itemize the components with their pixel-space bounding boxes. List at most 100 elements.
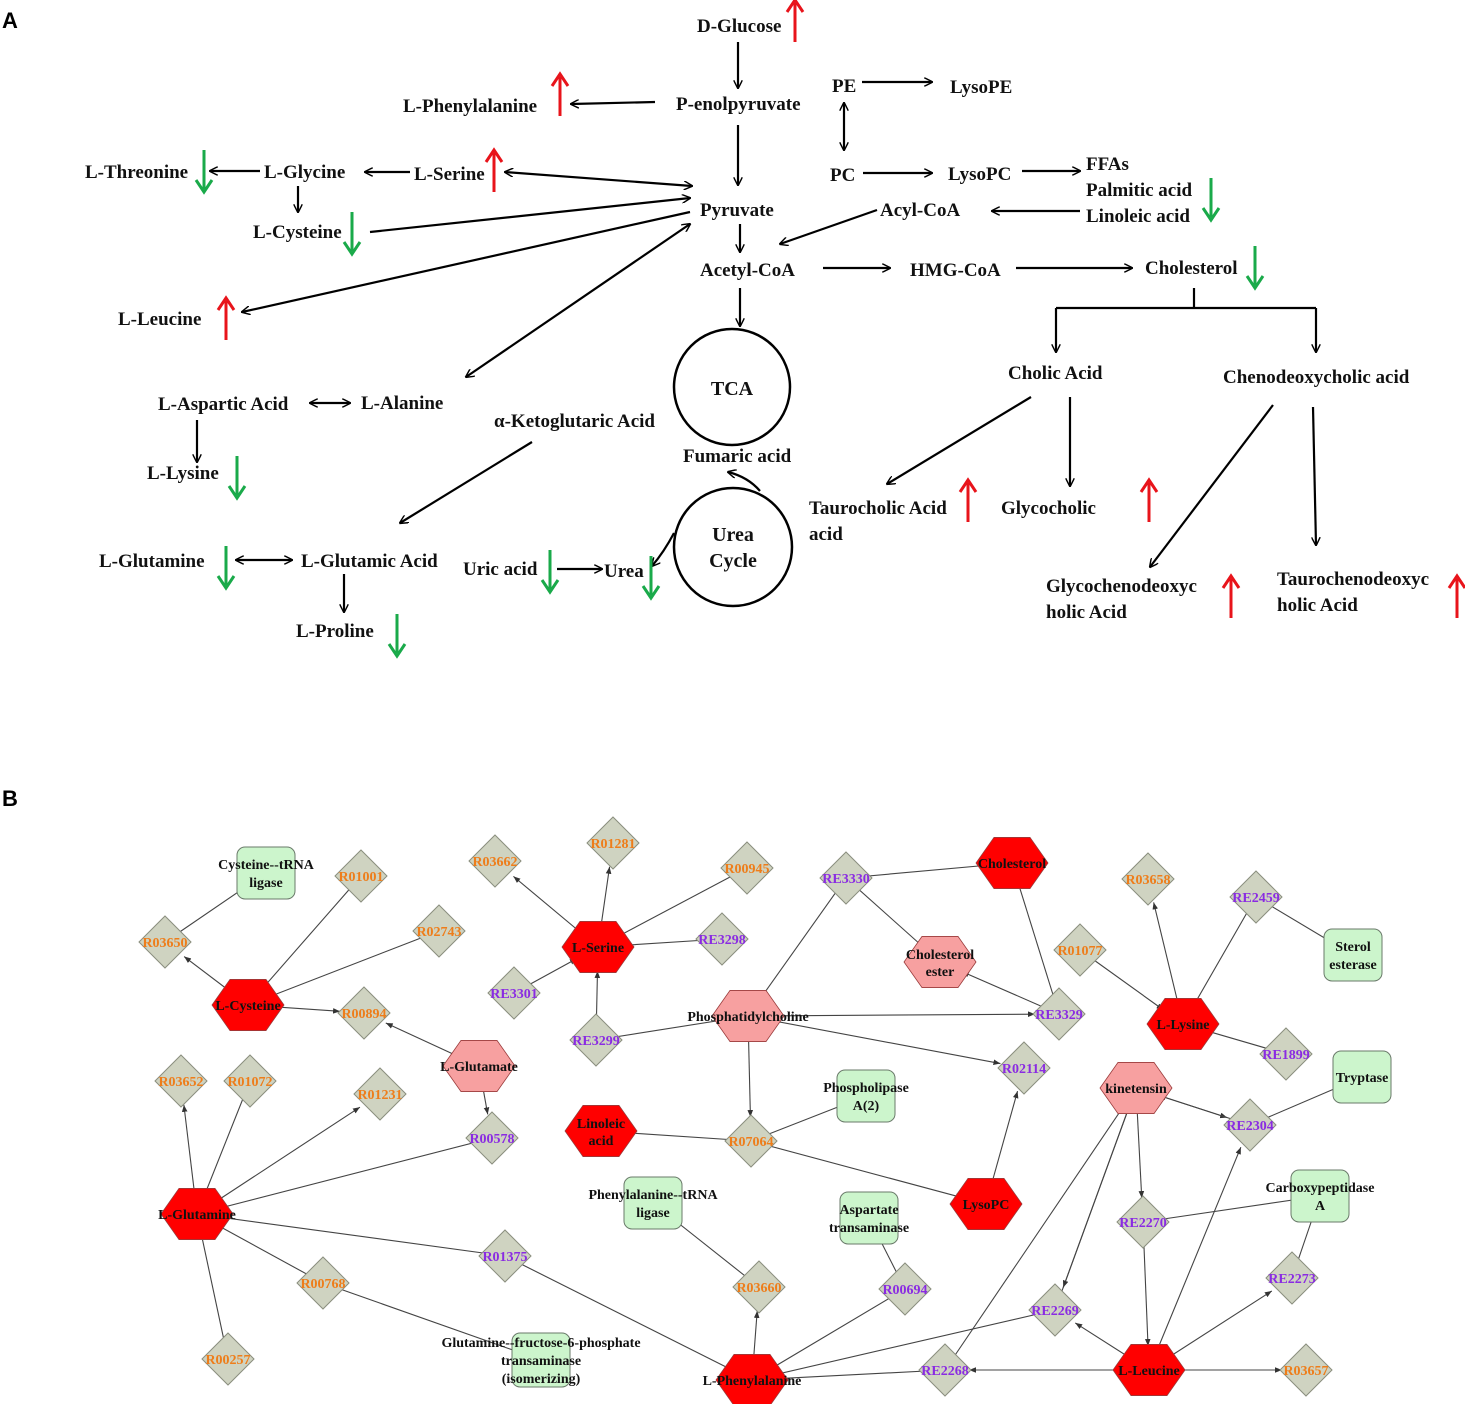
reaction-label-R00945: R00945: [724, 862, 769, 877]
enzyme-label-e_ast-1: transaminase: [829, 1221, 909, 1236]
hexagon-b_cys: [211, 979, 285, 1031]
reaction-diamond-R02743: [412, 904, 466, 958]
reaction-diamond-RE2270: [1116, 1195, 1170, 1249]
edge-b_gln-R01375: [196, 1213, 506, 1257]
metabolite-label2-b_lin: acid: [589, 1134, 614, 1149]
reaction-diamond-R03658: [1121, 852, 1175, 906]
enzyme-box-e_tryp: [1332, 1050, 1392, 1104]
hexagon-b_chol: [975, 837, 1049, 889]
reaction-diamond-RE2459: [1229, 870, 1283, 924]
metabolite-pyruvate: Pyruvate: [700, 200, 774, 221]
reaction-label-R01231: R01231: [357, 1088, 402, 1103]
change-down-arrow-gln: [216, 546, 236, 591]
metabolite-ser: L-Serine: [414, 164, 485, 185]
metabolite-ala: L-Alanine: [361, 393, 443, 414]
reaction-diamond-R00694: [878, 1262, 932, 1316]
metabolite-ffas: FFAs: [1086, 154, 1129, 175]
metabolite-gcdca-line2: holic Acid: [1046, 602, 1127, 623]
reaction-diamond-R01375: [478, 1229, 532, 1283]
reaction-label-RE3301: RE3301: [490, 987, 537, 1002]
reaction-label-R01375: R01375: [482, 1250, 527, 1265]
enzyme-label-e_gfat-0: Glutamine--fructose-6-phosphate: [441, 1336, 640, 1351]
reaction-label-RE2459: RE2459: [1232, 891, 1279, 906]
metabolite-thr: L-Threonine: [85, 162, 188, 183]
urea-cycle-label-2: Cycle: [709, 550, 757, 572]
change-up-arrow-glucose: [785, 0, 805, 42]
metabolite-tcdca-line2: holic Acid: [1277, 595, 1358, 616]
hexagon-b_lys: [1146, 998, 1220, 1050]
reaction-label-RE3330: RE3330: [822, 872, 869, 887]
metabolite-acetylcoa: Acetyl-CoA: [700, 260, 795, 281]
edge-b_pc-RE3329: [747, 1011, 1036, 1017]
enzyme-box-e_cystrna: [236, 846, 296, 900]
hexagon-b_phe: [715, 1354, 789, 1404]
metabolite-lysopc: LysoPC: [948, 164, 1011, 185]
enzyme-label-e_sterol-0: Sterol: [1335, 940, 1371, 955]
enzyme-box-e_sterol: [1323, 928, 1383, 982]
metabolite-label-b_cys: L-Cysteine: [215, 999, 280, 1014]
reaction-label-R01281: R01281: [590, 837, 635, 852]
edge-R00768-e_gfat: [322, 1282, 542, 1361]
metabolite-pe: PE: [832, 76, 856, 97]
change-up-arrow-ser: [484, 147, 504, 192]
reaction-label-R03658: R03658: [1125, 873, 1170, 888]
enzyme-label-e_tryp-0: Tryptase: [1336, 1071, 1389, 1086]
edge-b_cys-R02743: [247, 930, 440, 1006]
hexagon-b_leu: [1112, 1344, 1186, 1396]
enzyme-label-e_phetrna-0: Phenylalanine--tRNA: [588, 1188, 718, 1203]
metabolite-gln: L-Glutamine: [99, 551, 205, 572]
reaction-diamond-R03652: [154, 1054, 208, 1108]
reaction-label-R03652: R03652: [158, 1075, 203, 1090]
reaction-label-RE2270: RE2270: [1119, 1216, 1166, 1231]
reaction-label-R02743: R02743: [416, 925, 461, 940]
metabolite-chol: Cholesterol: [1145, 258, 1238, 279]
metabolite-tca: Taurocholic Acid: [809, 498, 947, 519]
reaction-label-RE3329: RE3329: [1035, 1008, 1082, 1023]
edge-urea-cycle-to-fumaric: [728, 472, 761, 492]
metabolite-tca-line2: acid: [809, 524, 843, 545]
reaction-diamond-R00257: [201, 1332, 255, 1386]
reaction-diamond-R03662: [468, 834, 522, 888]
reaction-diamond-R03657: [1279, 1343, 1333, 1397]
reaction-label-R01072: R01072: [227, 1075, 272, 1090]
enzyme-label-e_cystrna-1: ligase: [249, 876, 282, 891]
metabolite-label-b_ser: L-Serine: [572, 941, 624, 956]
edge-serine-pyruvate-bidirectional: [505, 172, 692, 186]
reaction-diamond-RE2268: [918, 1343, 972, 1397]
edge-cysteine-to-pyruvate: [369, 198, 690, 234]
reaction-label-RE2273: RE2273: [1268, 1272, 1315, 1287]
change-down-arrow-cys: [342, 212, 362, 257]
tca-cycle-label: TCA: [711, 378, 754, 400]
metabolite-glu: L-Glutamic Acid: [301, 551, 438, 572]
metabolite-label-b_chol: Cholesterol: [978, 857, 1046, 872]
change-up-arrow-tca: [958, 477, 978, 522]
reaction-label-R01077: R01077: [1057, 944, 1102, 959]
tca-cycle-circle: [672, 327, 792, 447]
enzyme-label-e_cpa-0: Carboxypeptidase: [1266, 1181, 1375, 1196]
metabolite-fumaric: Fumaric acid: [683, 446, 792, 467]
reaction-diamond-RE3301: [487, 966, 541, 1020]
hexagon-b_gln: [160, 1188, 234, 1240]
change-down-arrow-linoleic: [1201, 178, 1221, 223]
hexagon-b_lin: [564, 1105, 638, 1157]
reaction-label-RE3299: RE3299: [572, 1034, 619, 1049]
reaction-diamond-R00894: [337, 986, 391, 1040]
edge-cdca-to-glycochenodeoxycholic: [1150, 404, 1274, 567]
reaction-label-RE1899: RE1899: [1262, 1048, 1309, 1063]
edge-cdca-to-taurochenodeoxycholic: [1313, 406, 1316, 545]
enzyme-label-e_pla2-0: Phospholipase: [823, 1081, 909, 1096]
reaction-diamond-RE3298: [695, 912, 749, 966]
reaction-label-RE2269: RE2269: [1031, 1304, 1078, 1319]
reaction-label-R00894: R00894: [341, 1007, 386, 1022]
enzyme-label-e_ast-0: Aspartate: [839, 1203, 898, 1218]
reaction-diamond-RE3329: [1032, 987, 1086, 1041]
metabolite-label-b_lin: Linoleic: [577, 1117, 625, 1132]
change-down-arrow-chol: [1245, 246, 1265, 291]
enzyme-box-e_ast: [839, 1191, 899, 1245]
enzyme-label-e_gfat-1: transaminase: [501, 1354, 581, 1369]
metabolite-linoleic: Linoleic acid: [1086, 206, 1190, 227]
reaction-diamond-RE2273: [1265, 1251, 1319, 1305]
enzyme-label-e_sterol-1: esterase: [1329, 958, 1376, 973]
reaction-diamond-R03650: [138, 915, 192, 969]
enzyme-box-e_cpa: [1290, 1169, 1350, 1223]
